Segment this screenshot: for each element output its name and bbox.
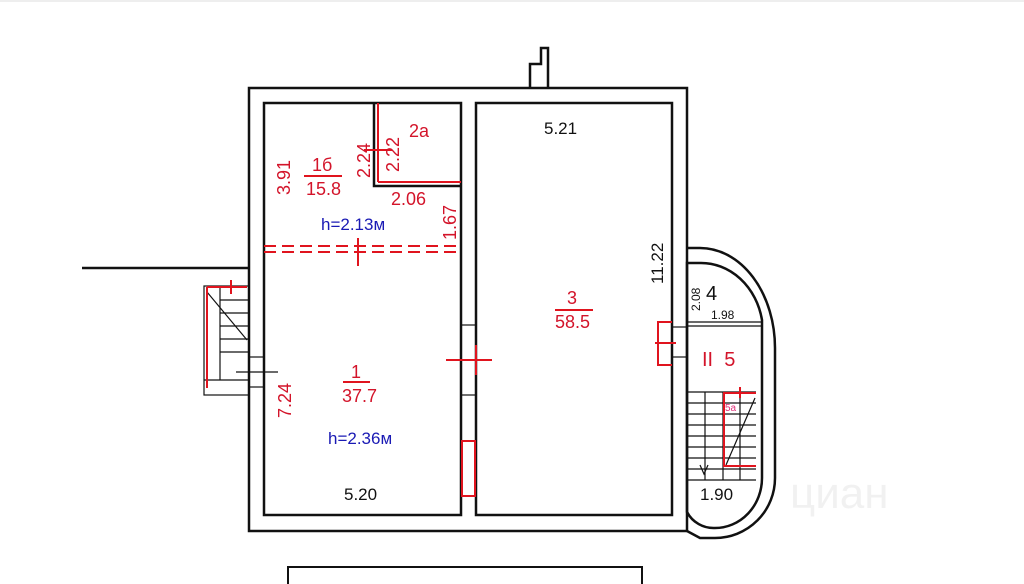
room-4-dim-b: 1.98 [711,308,735,322]
room-4-dim-a: 2.08 [689,287,703,311]
room-5a-label: 5а [725,403,737,414]
room-1-dim-bottom: 5.20 [344,485,377,504]
room-1b-dim-left: 3.91 [274,160,294,195]
lower-plan-edge [287,566,643,584]
room-2a-dim-a: 2.24 [354,143,374,178]
watermark: циан [790,469,889,518]
room-3-number: 3 [567,288,577,308]
room-1b-area: 15.8 [306,179,341,199]
red-markup [264,149,756,497]
room-3-dim-right: 11.22 [648,243,667,284]
room-2a-number: 2а [409,121,430,141]
room-1-dim-left: 7.24 [275,383,295,418]
room-5-label: II 5 [702,349,735,371]
room-1b-number: 1б [312,155,332,175]
room-3-dim-top: 5.21 [544,119,577,138]
room-1-number: 1 [351,362,361,382]
room-4-number: 4 [706,283,717,305]
room-1b-dim-bottom: 2.06 [391,189,426,209]
room-1b-height: h=2.13м [321,215,385,234]
room-1-area: 37.7 [342,386,377,406]
left-stair [203,280,278,396]
room-2a-dim-b: 2.22 [383,137,403,172]
room-1-height: h=2.36м [328,429,392,448]
room-5-dim-bottom: 1.90 [700,485,733,504]
room-1b-dim-right: 1.67 [440,205,460,240]
room-3-area: 58.5 [555,312,590,332]
